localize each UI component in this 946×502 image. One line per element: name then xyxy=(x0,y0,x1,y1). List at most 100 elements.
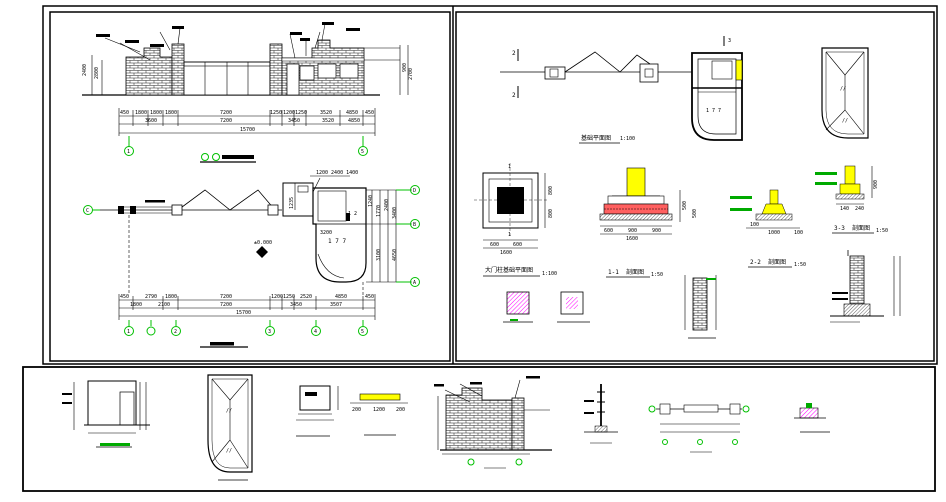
svg-text:600: 600 xyxy=(513,242,522,248)
s11-title: 剖面图 xyxy=(626,268,644,276)
svg-text://: // xyxy=(226,408,232,414)
elev-dim-8: 1250 xyxy=(295,110,307,116)
plan-right-6: 4650 xyxy=(392,249,398,261)
s22-dim-2: 1000 xyxy=(768,230,780,236)
plan-dim-7: 2520 xyxy=(300,294,312,300)
s11-dim-2: 900 xyxy=(628,228,637,234)
small-details-right xyxy=(503,250,901,339)
elev-dim-mid-1: 3600 xyxy=(145,118,157,124)
bottom-wall-elevation xyxy=(434,376,552,469)
bottom-detail-beam: 200 1200 200 xyxy=(350,393,408,436)
elev-dim-4: 1800 xyxy=(165,110,177,116)
sheet-frame-bottom xyxy=(22,366,936,492)
svg-text:900: 900 xyxy=(402,63,408,72)
svg-text:200: 200 xyxy=(352,407,361,413)
plan-axis-5: 5 xyxy=(361,329,364,335)
svg-text:1: 1 xyxy=(508,164,511,170)
plan-right-4: 3400 xyxy=(392,207,398,219)
plan-axis-C: C xyxy=(86,208,89,214)
plan-dim-mid-3: 7200 xyxy=(220,302,232,308)
elev-dim-6: 1250 xyxy=(270,110,282,116)
bottom-detail-1 xyxy=(62,380,150,448)
plan-dim-3: 1800 xyxy=(165,294,177,300)
svg-text://: // xyxy=(842,118,848,124)
plan-dim-2: 2790 xyxy=(145,294,157,300)
elev-dim-2: 1800 xyxy=(135,110,147,116)
bottom-detail-small xyxy=(794,403,830,433)
elev-dim-total: 15700 xyxy=(240,127,255,133)
svg-text:900: 900 xyxy=(873,180,879,189)
foundation-plan: 2 2 1 7 7 3 基础平面图 1:100 xyxy=(500,36,743,144)
plan-axis-B: B xyxy=(413,222,416,228)
plan-dim-mid-5: 3507 xyxy=(330,302,342,308)
elev-dim-11: 450 xyxy=(365,110,374,116)
gate-floor-plan: C 1 7 7 3200 1 2 1200 2400 1400 ±0.000 1… xyxy=(83,170,420,348)
s11-dim-total: 1600 xyxy=(626,236,638,242)
elev-dim-5: 7200 xyxy=(220,110,232,116)
svg-text:200: 200 xyxy=(396,407,405,413)
svg-text:240: 240 xyxy=(855,206,864,212)
svg-text:500: 500 xyxy=(692,209,698,218)
svg-text://: // xyxy=(226,448,232,454)
s22-title: 剖面图 xyxy=(768,258,786,266)
s11-dim-3: 900 xyxy=(652,228,661,234)
bottom-roof-plan: // // xyxy=(207,374,253,481)
elev-axis-5: 5 xyxy=(361,149,364,155)
svg-text:2400: 2400 xyxy=(82,64,88,76)
plan-dim-mid-1: 1800 xyxy=(130,302,142,308)
bottom-detail-column xyxy=(584,384,618,444)
elev-dim-7: 1200 xyxy=(283,110,295,116)
plan-right-5: 3100 xyxy=(376,249,382,261)
elev-dim-mid-2: 7200 xyxy=(220,118,232,124)
section-3-3: 140 240 900 3-3 剖面图 1:50 xyxy=(815,165,888,234)
svg-text:1200: 1200 xyxy=(373,407,385,413)
svg-text:800: 800 xyxy=(548,209,554,218)
svg-text://: // xyxy=(840,86,846,92)
s22-dim-3: 100 xyxy=(794,230,803,236)
s11-scale: 1:50 xyxy=(651,272,663,278)
plan-dim-4: 7200 xyxy=(220,294,232,300)
s11-label: 1-1 xyxy=(608,269,619,276)
svg-text:600: 600 xyxy=(490,242,499,248)
plan-dim-9: 450 xyxy=(365,294,374,300)
panel-frame-right xyxy=(455,11,935,362)
elev-axis-1: 1 xyxy=(127,149,130,155)
elev-dim-9: 3520 xyxy=(320,110,332,116)
bottom-detail-window xyxy=(296,385,339,437)
s22-dim-1: 100 xyxy=(750,222,759,228)
svg-text:1235: 1235 xyxy=(289,197,295,209)
plan-right-2: 1770 xyxy=(376,205,382,217)
plan-axis-4: 4 xyxy=(314,329,317,335)
pier-title: 大门柱基础平面图 xyxy=(485,266,533,274)
s33-title: 剖面图 xyxy=(852,224,870,232)
s33-scale: 1:50 xyxy=(876,228,888,234)
section-mark-2-bot: 2 xyxy=(512,92,516,99)
panel-frame-left xyxy=(49,11,451,362)
s11-dim-1: 600 xyxy=(604,228,613,234)
plan-axis-D: D xyxy=(413,188,416,194)
fdn-plan-scale: 1:100 xyxy=(620,136,635,142)
svg-text:800: 800 xyxy=(548,186,554,195)
sheet-frame-top-outer xyxy=(42,5,938,365)
bottom-detail-plan-strip xyxy=(648,403,750,453)
elev-dim-mid-3: 3450 xyxy=(288,118,300,124)
s33-label: 3-3 xyxy=(834,225,845,232)
elev-dim-10: 4850 xyxy=(346,110,358,116)
elev-dim-3: 1800 xyxy=(150,110,162,116)
elev-dim-mid-5: 4850 xyxy=(348,118,360,124)
svg-text:2700: 2700 xyxy=(408,68,414,80)
plan-right-1: 1240 xyxy=(368,195,374,207)
front-elevation-drawing: 2400 2800 900 2700 450 1800 1800 1800 72… xyxy=(82,22,414,163)
section-mark-2-top: 2 xyxy=(512,50,516,57)
section-1-1: 600 900 900 1600 500 500 1-1 剖面图 1:50 xyxy=(599,167,698,278)
plan-axis-1: 1 xyxy=(127,329,130,335)
roof-plan-small: // // xyxy=(821,47,869,139)
plan-right-3: 2400 xyxy=(384,199,390,211)
plan-room-number: 1 7 7 xyxy=(328,238,346,245)
plan-dim-5: 1200 xyxy=(271,294,283,300)
svg-text:1600: 1600 xyxy=(500,250,512,256)
fdn-room-number: 1 7 7 xyxy=(706,108,721,114)
svg-text:1 2: 1 2 xyxy=(348,211,357,217)
svg-text:2800: 2800 xyxy=(94,67,100,79)
